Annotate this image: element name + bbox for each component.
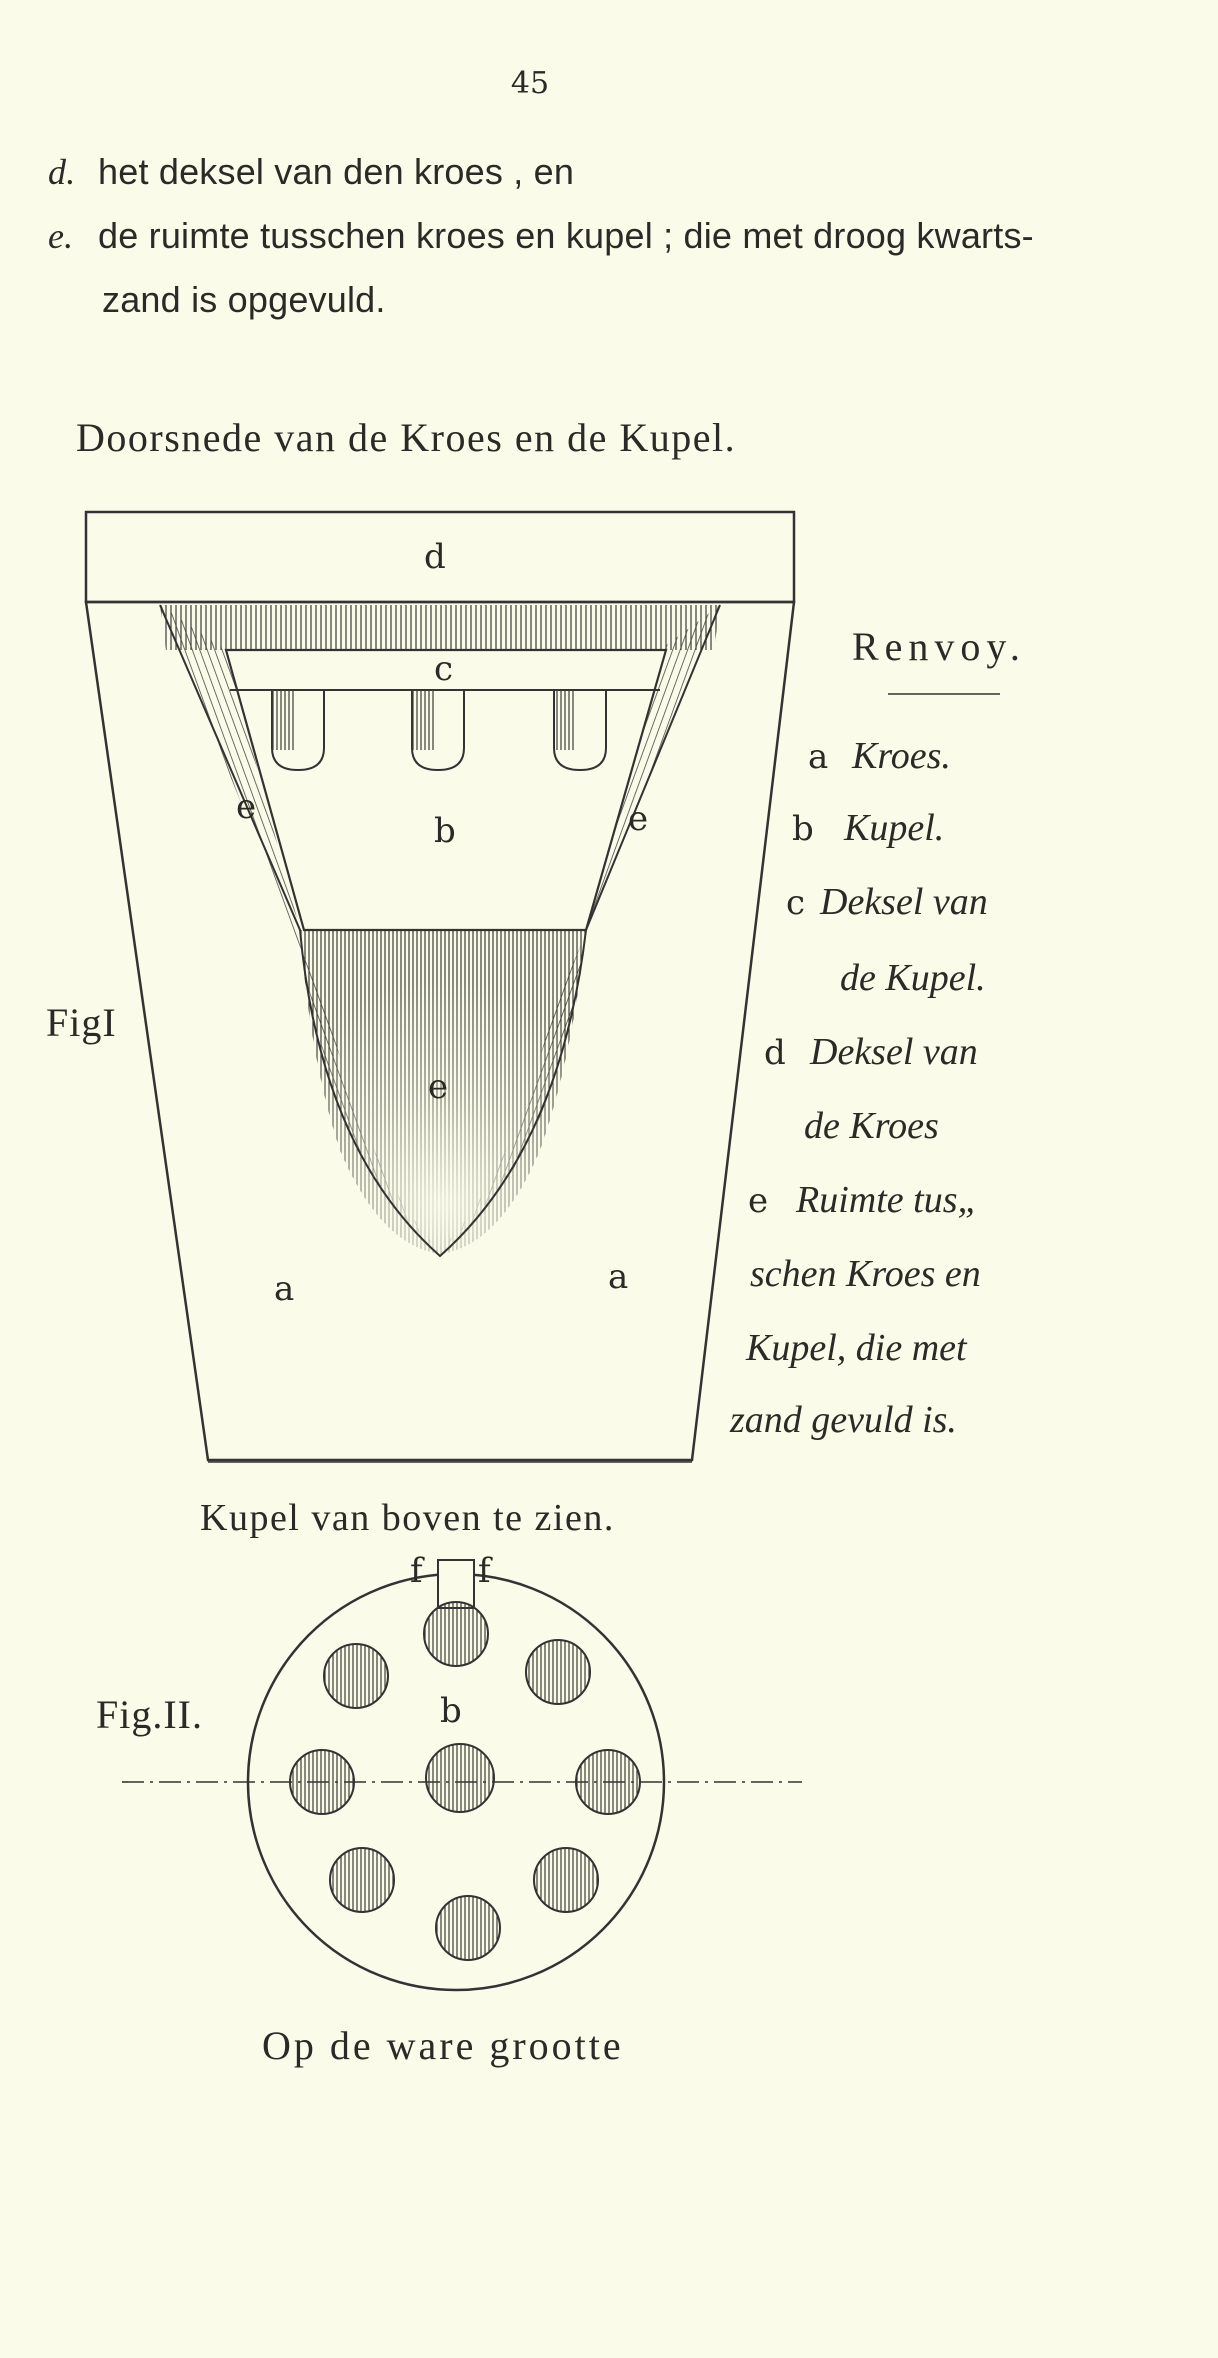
text-line-d: d. het deksel van den kroes , en: [48, 140, 1088, 204]
label-a-right: a: [608, 1257, 628, 1297]
renvoy-title: Renvoy.: [852, 624, 1026, 669]
text-line-e: e. de ruimte tusschen kroes en kupel ; di…: [48, 204, 1088, 268]
label-e-center: e: [428, 1067, 448, 1107]
renvoy-key-c: c: [786, 883, 805, 923]
label-f-right: f: [478, 1551, 493, 1591]
line-text: zand is opgevuld.: [102, 279, 386, 320]
label-e-right: e: [628, 799, 648, 839]
kupel-holes: [289, 1601, 641, 1961]
fig2-drawing: f f b Fig.II.: [96, 1551, 802, 1992]
line-marker: e.: [48, 216, 74, 256]
renvoy-value-c-1: Deksel van: [819, 881, 988, 923]
text-line-cont: zand is opgevuld.: [48, 268, 1088, 332]
label-a-left: a: [274, 1269, 294, 1309]
renvoy-key-e: e: [748, 1181, 768, 1221]
renvoy-value-a: Kroes.: [851, 735, 951, 777]
label-f-left: f: [410, 1551, 425, 1591]
renvoy-value-e-3: Kupel, die met: [745, 1327, 968, 1369]
fig1-label: FigI: [46, 1000, 117, 1045]
label-b: b: [434, 811, 456, 851]
label-d: d: [424, 537, 446, 577]
renvoy-value-b: Kupel.: [843, 807, 944, 849]
fig2-label: Fig.II.: [96, 1692, 203, 1737]
line-marker: d.: [48, 152, 76, 192]
kroes-body-a: [84, 600, 796, 1462]
page-number: 45: [510, 66, 550, 101]
sand-space-outline-e: [159, 604, 721, 1258]
renvoy-key-d: d: [764, 1033, 786, 1073]
label-e-left: e: [236, 787, 256, 827]
sand-top-band: [160, 605, 720, 650]
line-text: het deksel van den kroes , en: [98, 151, 575, 192]
fig2-title: Kupel van boven te zien.: [200, 1497, 615, 1539]
renvoy-value-c-2: de Kupel.: [840, 957, 986, 999]
line-text: de ruimte tusschen kroes en kupel ; die …: [98, 215, 1034, 256]
body-text: d. het deksel van den kroes , en e. de rui…: [48, 140, 1088, 332]
renvoy-key-a: a: [808, 737, 828, 777]
renvoy-value-d-1: Deksel van: [809, 1031, 978, 1073]
label-c: c: [434, 649, 453, 689]
fig2-footer: Op de ware grootte: [262, 2023, 624, 2068]
renvoy-value-e-4: zand gevuld is.: [729, 1399, 957, 1441]
renvoy-value-e-1: Ruimte tus„: [795, 1179, 979, 1221]
label-b-fig2: b: [440, 1691, 462, 1731]
renvoy-value-d-2: de Kroes: [804, 1105, 939, 1147]
renvoy-legend: Renvoy. a Kroes. b Kupel. c Deksel van d…: [729, 624, 1026, 1441]
renvoy-key-b: b: [792, 809, 814, 849]
renvoy-value-e-2: schen Kroes en: [750, 1253, 981, 1295]
kupel-lid-pegs: [271, 689, 607, 772]
fig1-title: Doorsnede van de Kroes en de Kupel.: [76, 415, 737, 460]
sand-wall-right: [440, 605, 720, 1250]
